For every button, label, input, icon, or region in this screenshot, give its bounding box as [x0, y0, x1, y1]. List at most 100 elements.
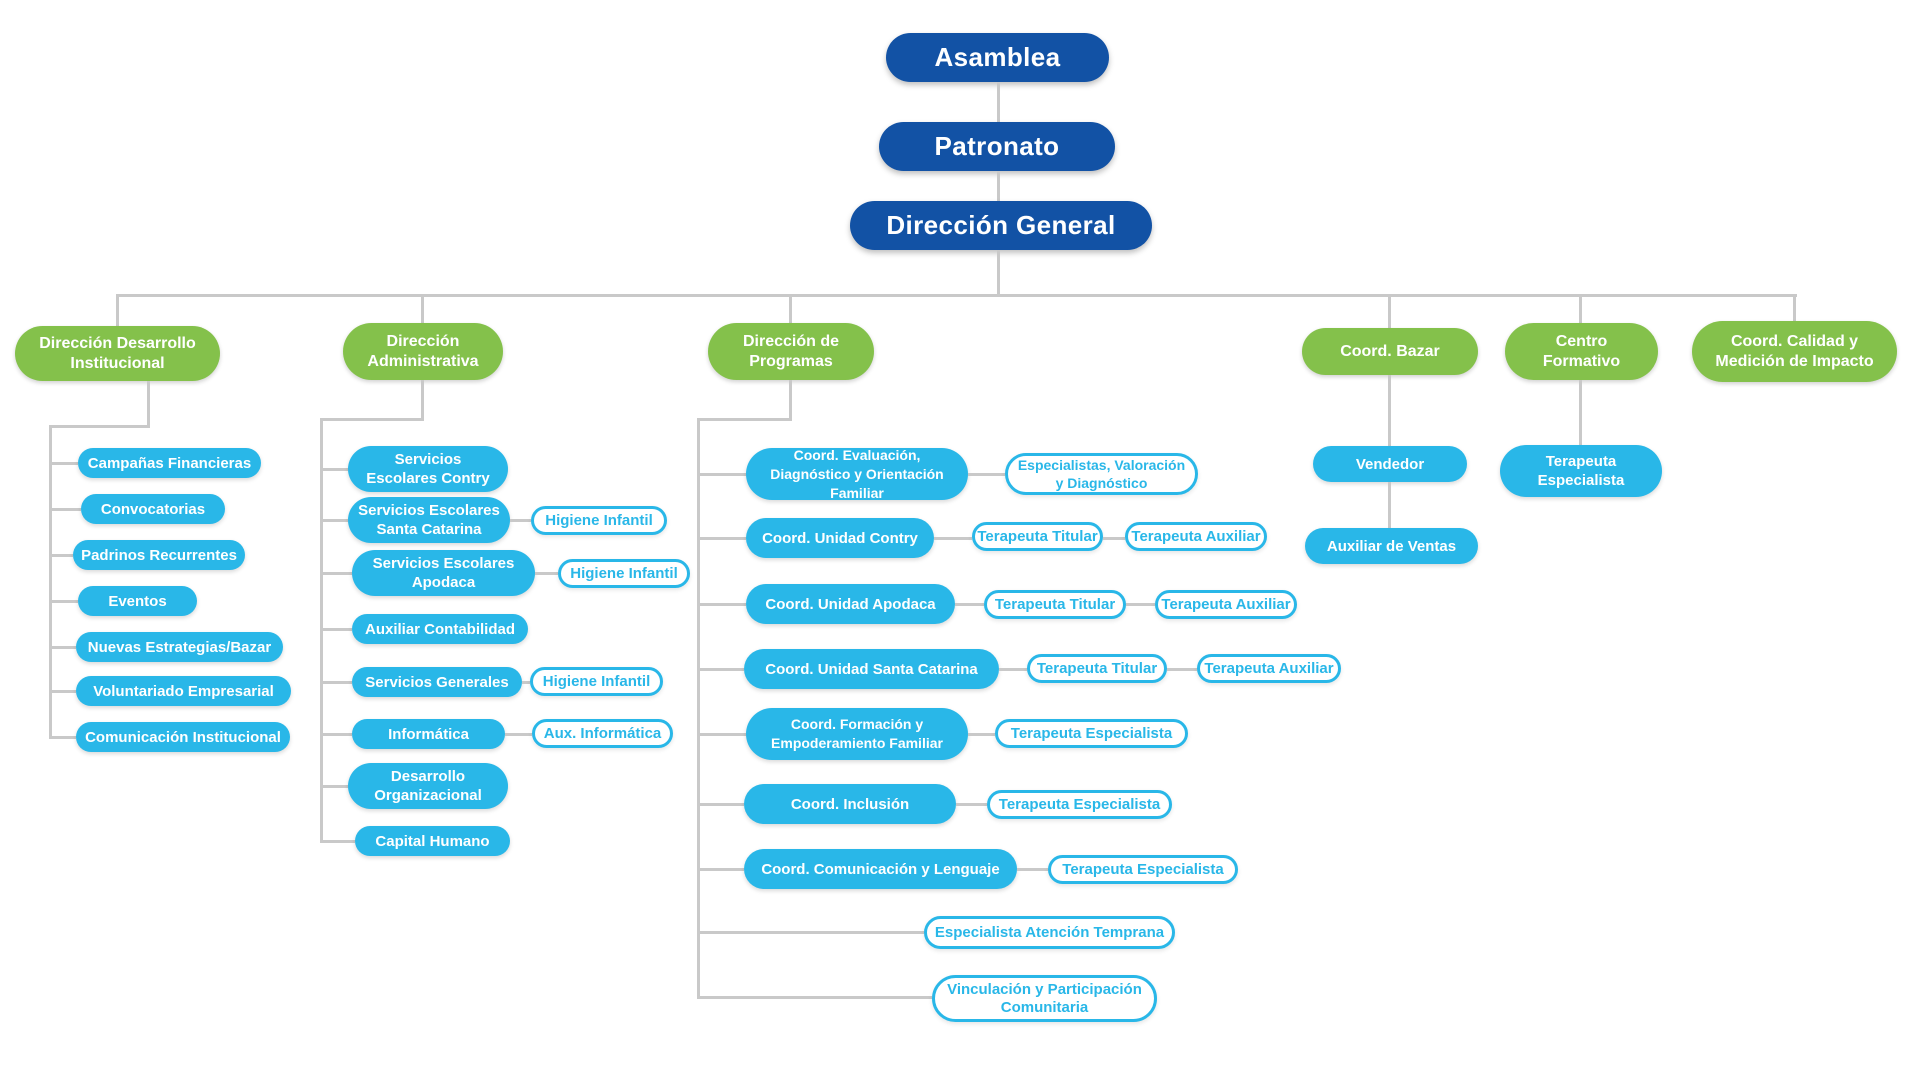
connector-line	[697, 996, 932, 999]
connector-line	[320, 572, 352, 575]
connector-line	[505, 733, 532, 736]
node-terapeuta-auxiliar: Terapeuta Auxiliar	[1125, 522, 1267, 551]
connector-line	[522, 681, 530, 684]
node-direccion-desarrollo-institucional: Dirección Desarrollo Institucional	[15, 326, 220, 381]
connector-line	[117, 294, 1797, 297]
node-coord-calidad-y-medicion-de-impacto: Coord. Calidad y Medición de Impacto	[1692, 321, 1897, 382]
connector-line	[320, 840, 355, 843]
connector-line	[1167, 668, 1197, 671]
connector-line	[49, 554, 73, 557]
node-terapeuta-especialista: Terapeuta Especialista	[987, 790, 1172, 819]
node-desarrollo-organizacional: Desarrollo Organizacional	[348, 763, 508, 809]
node-campanas-financieras: Campañas Financieras	[78, 448, 261, 478]
connector-line	[697, 418, 700, 998]
node-especialistas-valoracion-y-diagnostico: Especialistas, Valoración y Diagnóstico	[1005, 453, 1198, 495]
node-voluntariado-empresarial: Voluntariado Empresarial	[76, 676, 291, 706]
node-terapeuta-auxiliar: Terapeuta Auxiliar	[1155, 590, 1297, 619]
node-terapeuta-especialista: Terapeuta Especialista	[1500, 445, 1662, 497]
node-aux-informatica: Aux. Informática	[532, 719, 673, 748]
connector-line	[968, 473, 1005, 476]
connector-line	[697, 868, 744, 871]
node-coord-unidad-contry: Coord. Unidad Contry	[746, 518, 934, 558]
connector-line	[697, 473, 746, 476]
connector-line	[49, 736, 76, 739]
connector-line	[934, 537, 972, 540]
node-informatica: Informática	[352, 719, 505, 749]
node-coord-bazar: Coord. Bazar	[1302, 328, 1478, 375]
node-vendedor: Vendedor	[1313, 446, 1467, 482]
node-nuevas-estrategias-bazar: Nuevas Estrategias/Bazar	[76, 632, 283, 662]
node-terapeuta-titular: Terapeuta Titular	[972, 522, 1103, 551]
connector-line	[1126, 603, 1155, 606]
node-coord-inclusion: Coord. Inclusión	[744, 784, 956, 824]
connector-line	[49, 425, 52, 738]
connector-line	[955, 603, 984, 606]
node-higiene-infantil: Higiene Infantil	[558, 559, 690, 588]
connector-line	[1103, 537, 1125, 540]
node-servicios-escolares-santa-catarina: Servicios Escolares Santa Catarina	[348, 497, 510, 543]
connector-line	[997, 250, 1000, 295]
connector-line	[49, 646, 76, 649]
node-patronato: Patronato	[879, 122, 1115, 171]
node-coord-comunicacion-y-lenguaje: Coord. Comunicación y Lenguaje	[744, 849, 1017, 889]
node-direccion-administrativa: Dirección Administrativa	[343, 323, 503, 380]
node-auxiliar-contabilidad: Auxiliar Contabilidad	[352, 614, 528, 644]
node-servicios-escolares-contry: Servicios Escolares Contry	[348, 446, 508, 492]
node-centro-formativo: Centro Formativo	[1505, 323, 1658, 380]
connector-line	[1579, 380, 1582, 445]
connector-line	[697, 803, 744, 806]
node-asamblea: Asamblea	[886, 33, 1109, 82]
connector-line	[320, 418, 424, 421]
node-direccion-de-programas: Dirección de Programas	[708, 323, 874, 380]
connector-line	[1388, 375, 1391, 446]
connector-line	[320, 681, 352, 684]
connector-line	[997, 82, 1000, 122]
connector-line	[421, 294, 424, 324]
node-higiene-infantil: Higiene Infantil	[531, 506, 667, 535]
connector-line	[320, 785, 348, 788]
connector-line	[49, 600, 78, 603]
connector-line	[1388, 294, 1391, 329]
node-terapeuta-especialista: Terapeuta Especialista	[1048, 855, 1238, 884]
node-auxiliar-de-ventas: Auxiliar de Ventas	[1305, 528, 1478, 564]
connector-line	[1017, 868, 1048, 871]
node-terapeuta-especialista: Terapeuta Especialista	[995, 719, 1188, 748]
connector-line	[535, 572, 558, 575]
connector-line	[697, 733, 746, 736]
node-comunicacion-institucional: Comunicación Institucional	[76, 722, 290, 752]
connector-line	[320, 468, 348, 471]
node-higiene-infantil: Higiene Infantil	[530, 667, 663, 696]
connector-line	[320, 733, 352, 736]
node-vinculacion-y-participacion-comunitaria: Vinculación y Participación Comunitaria	[932, 975, 1157, 1022]
node-servicios-escolares-apodaca: Servicios Escolares Apodaca	[352, 550, 535, 596]
node-especialista-atencion-temprana: Especialista Atención Temprana	[924, 916, 1175, 949]
connector-line	[49, 508, 81, 511]
node-coord-formacion-y-empoderamiento-familiar: Coord. Formación y Empoderamiento Famili…	[746, 708, 968, 760]
connector-line	[697, 603, 746, 606]
connector-line	[320, 519, 348, 522]
node-convocatorias: Convocatorias	[81, 494, 225, 524]
node-terapeuta-titular: Terapeuta Titular	[1027, 654, 1167, 683]
connector-line	[697, 418, 792, 421]
connector-line	[968, 733, 995, 736]
node-coord-unidad-apodaca: Coord. Unidad Apodaca	[746, 584, 955, 624]
connector-line	[510, 519, 531, 522]
node-direccion-general: Dirección General	[850, 201, 1152, 250]
connector-line	[1388, 482, 1391, 528]
connector-line	[320, 628, 352, 631]
connector-line	[697, 931, 924, 934]
connector-line	[421, 380, 424, 420]
connector-line	[789, 380, 792, 420]
node-terapeuta-titular: Terapeuta Titular	[984, 590, 1126, 619]
connector-line	[956, 803, 987, 806]
connector-line	[49, 690, 76, 693]
connector-line	[997, 171, 1000, 201]
connector-line	[116, 294, 119, 327]
node-terapeuta-auxiliar: Terapeuta Auxiliar	[1197, 654, 1341, 683]
node-eventos: Eventos	[78, 586, 197, 616]
node-coord-unidad-santa-catarina: Coord. Unidad Santa Catarina	[744, 649, 999, 689]
node-coord-evaluacion-diagnostico-y-orientacion-familiar: Coord. Evaluación, Diagnóstico y Orienta…	[746, 447, 968, 501]
connector-line	[697, 668, 744, 671]
node-capital-humano: Capital Humano	[355, 826, 510, 856]
